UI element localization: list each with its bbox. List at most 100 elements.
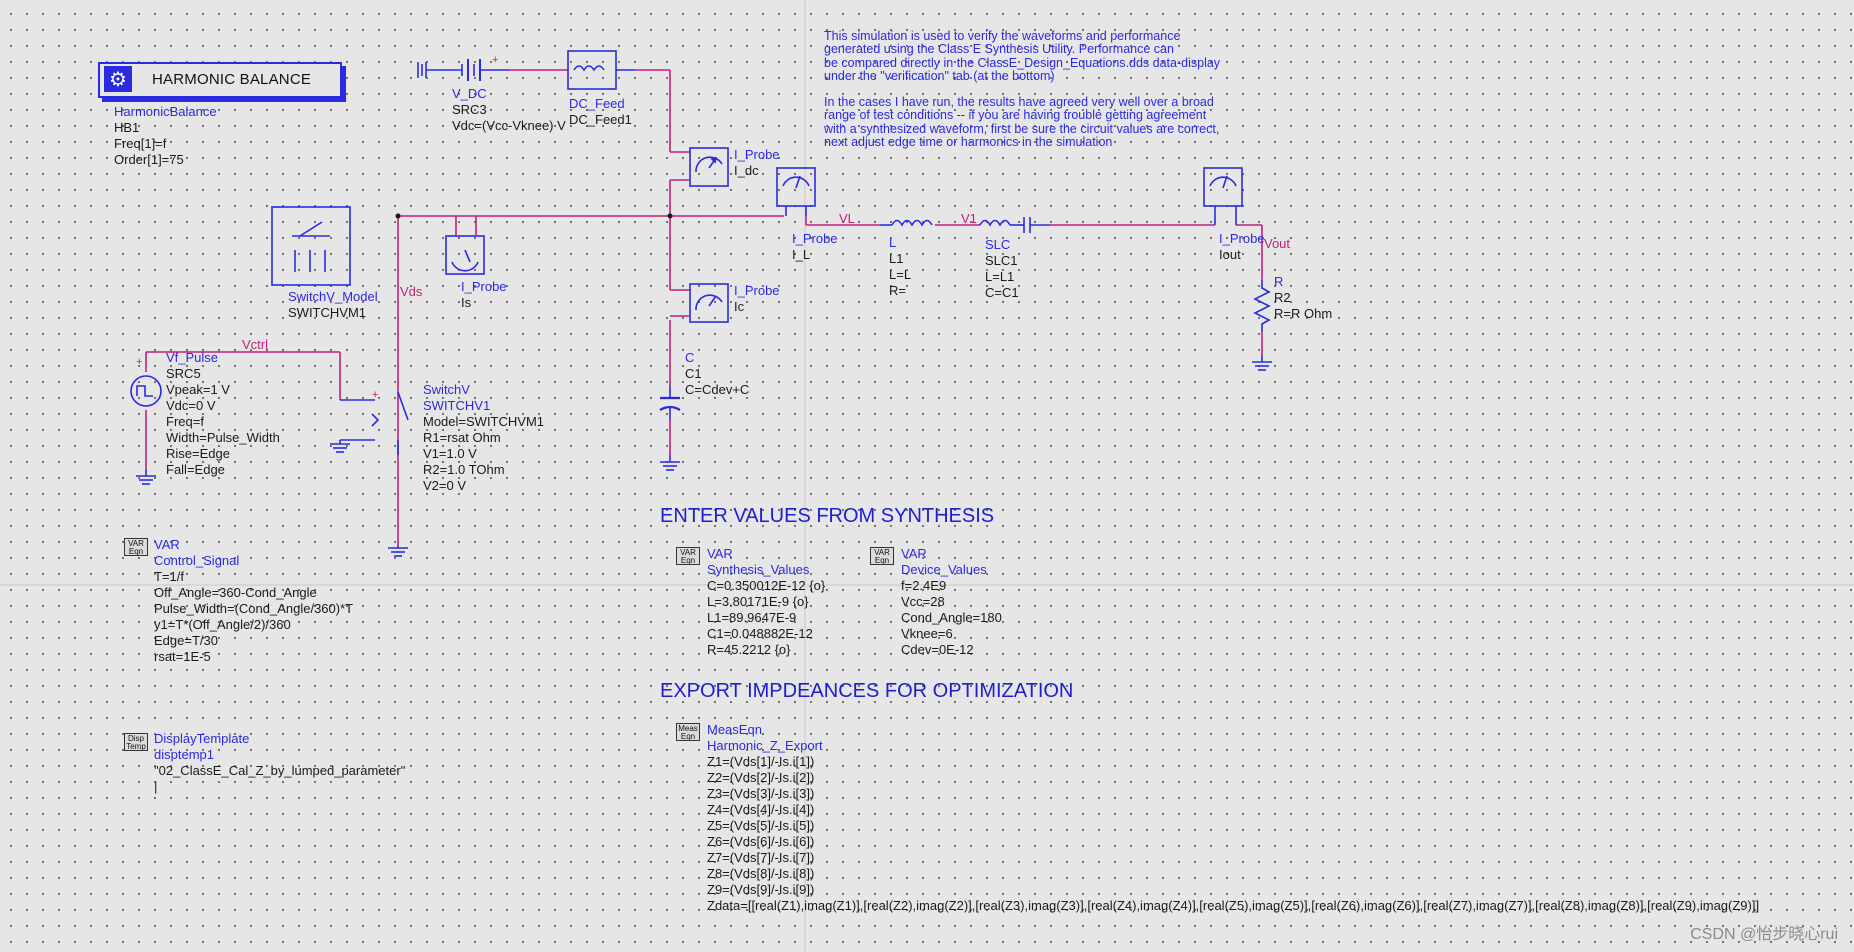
note-line: range of test conditions -- if you are h… — [824, 108, 1207, 123]
meas-param: Z2=(Vds[2]/-Is.i[2]) — [707, 770, 815, 785]
inductor-l1-symbol[interactable] — [880, 219, 933, 227]
dc-feed-symbol[interactable] — [567, 50, 635, 90]
hb-title: HARMONIC BALANCE — [152, 71, 312, 88]
dcfeed-properties[interactable]: DC_Feed DC_Feed1 — [569, 96, 632, 128]
meas-param: Z7=(Vds[7]/-Is.i[7]) — [707, 850, 815, 865]
capacitor-name: C1 — [685, 366, 702, 381]
pulse-properties[interactable]: Vf_Pulse SRC5 Vpeak=1 V Vdc=0 V Freq=f W… — [166, 350, 280, 478]
harmonic-balance-controller[interactable]: ⚙ HARMONIC BALANCE — [98, 62, 342, 98]
note-line: under the "verification" tab (at the bot… — [824, 68, 1055, 83]
var-param: Cond_Angle=180 — [901, 610, 1002, 625]
simulation-note[interactable]: This simulation is used to verify the wa… — [824, 29, 1264, 150]
var-param: f=2.4E9 — [901, 578, 947, 593]
slc-param: L=L1 — [985, 269, 1015, 284]
var-synthesis-properties[interactable]: VAR Synthesis_Values C=0.350012E-12 {o} … — [707, 546, 825, 658]
switchmodel-name: SWITCHVM1 — [288, 305, 366, 320]
probe-name: Ic — [734, 299, 745, 314]
probe-is-symbol[interactable] — [445, 230, 485, 275]
resistor-param: R=R Ohm — [1274, 306, 1333, 321]
pulse-source-symbol[interactable]: + — [130, 356, 162, 407]
meas-eqn-icon[interactable]: Meas Eqn — [676, 723, 700, 741]
var-param: rsat=1E-5 — [154, 649, 211, 664]
inductor-param: R= — [889, 283, 906, 298]
display-param: | — [154, 779, 158, 794]
meas-eqn-properties[interactable]: MeasEqn Harmonic_Z_Export Z1=(Vds[1]/-Is… — [707, 722, 1759, 914]
probe-iout-symbol[interactable] — [1203, 167, 1243, 225]
slc-properties[interactable]: SLC SLC1 L=L1 C=C1 — [985, 237, 1019, 301]
probe-ic-label[interactable]: I_Probe Ic — [734, 283, 780, 315]
var-param: Vcc=28 — [901, 594, 945, 609]
slc-param: C=C1 — [985, 285, 1019, 300]
resistor-r2-symbol[interactable] — [1253, 280, 1271, 332]
switch-param: R1=rsat Ohm — [423, 430, 501, 445]
probe-type: I_Probe — [734, 147, 780, 162]
hb-param: Order[1]=75 — [114, 152, 184, 167]
meas-param: Z9=(Vds[9]/-Is.i[9]) — [707, 882, 815, 897]
var-param: R=45.2212 {o} — [707, 642, 791, 657]
probe-il-symbol[interactable] — [776, 167, 816, 216]
net-label-vout: Vout — [1264, 236, 1291, 251]
note-line: In the cases I have run, the results hav… — [824, 95, 1214, 110]
switchmodel-properties[interactable]: SwitchV_Model SWITCHVM1 — [288, 289, 378, 321]
probe-ic-symbol[interactable] — [670, 283, 729, 323]
switch-param: R2=1.0 TOhm — [423, 462, 505, 477]
note-line: This simulation is used to verify the wa… — [824, 29, 1181, 43]
var-eqn-icon[interactable]: VAR Eqn — [676, 547, 700, 565]
slc-symbol[interactable] — [979, 217, 1050, 233]
dcfeed-type: DC_Feed — [569, 96, 625, 111]
net-label-v1: V1 — [961, 211, 977, 226]
meas-param: Z4=(Vds[4]/-Is.i[4]) — [707, 802, 815, 817]
vdc-type: V_DC — [452, 86, 487, 101]
pulse-name: SRC5 — [166, 366, 201, 381]
pulse-param: Vdc=0 V — [166, 398, 216, 413]
display-template-icon[interactable]: Disp Temp — [124, 733, 148, 751]
vdc-properties[interactable]: V_DC SRC3 Vdc=(Vcc-Vknee) V — [452, 86, 566, 134]
probe-type: I_Probe — [1219, 231, 1265, 246]
var-eqn-icon[interactable]: VAR Eqn — [124, 538, 148, 556]
vdc-param: Vdc=(Vcc-Vknee) V — [452, 118, 566, 133]
display-template-properties[interactable]: DisplayTemplate disptemp1 "02_ClassE_Cal… — [154, 731, 405, 795]
var-device-properties[interactable]: VAR Device_Values f=2.4E9 Vcc=28 Cond_An… — [901, 546, 1002, 658]
probe-il-label[interactable]: I_Probe I_L — [792, 231, 838, 263]
probe-is-label[interactable]: I_Probe Is — [461, 279, 507, 311]
switchv-symbol[interactable]: + — [340, 389, 409, 455]
slc-type: SLC — [985, 237, 1011, 252]
var-param: Off_Angle=360-Cond_Angle — [154, 585, 317, 600]
capacitor-c1-symbol[interactable] — [659, 385, 681, 420]
capacitor-properties[interactable]: C C1 C=Cdev+C — [685, 350, 749, 398]
switch-name: SWITCHV1 — [423, 398, 491, 413]
probe-idc-label[interactable]: I_Probe I_dc — [734, 147, 780, 179]
probe-name: I_dc — [734, 163, 759, 178]
note-line: next adjust edge time or harmonics in th… — [824, 135, 1113, 150]
note-line: generated using the Class E Synthesis Ut… — [824, 42, 1174, 57]
meas-name: Harmonic_Z_Export — [707, 738, 823, 753]
var-eqn-icon[interactable]: VAR Eqn — [870, 547, 894, 565]
heading-export: EXPORT IMPDEANCES FOR OPTIMIZATION — [660, 680, 1074, 702]
meas-type: MeasEqn — [707, 722, 762, 737]
probe-iout-label[interactable]: I_Probe Iout — [1219, 231, 1265, 263]
net-label-vds: Vds — [400, 284, 423, 299]
hb-param: Freq[1]=f — [114, 136, 167, 151]
var-name: Control_Signal — [154, 553, 240, 568]
var-name: Synthesis_Values — [707, 562, 810, 577]
heading-synthesis: ENTER VALUES FROM SYNTHESIS — [660, 505, 995, 527]
watermark: CSDN @怡步晓心rui — [1690, 926, 1838, 943]
meas-param: Z3=(Vds[3]/-Is.i[3]) — [707, 786, 815, 801]
note-line: be compared directly in the ClassE_Desig… — [824, 55, 1221, 70]
meas-param: Z5=(Vds[5]/-Is.i[5]) — [707, 818, 815, 833]
resistor-properties[interactable]: R R2 R=R Ohm — [1274, 274, 1332, 322]
var-control-properties[interactable]: VAR Control_Signal T=1/f Off_Angle=360-C… — [154, 537, 353, 665]
switch-model-icon[interactable] — [271, 206, 351, 286]
switchv-properties[interactable]: SwitchV SWITCHV1 Model=SWITCHVM1 R1=rsat… — [423, 382, 544, 494]
probe-name: Is — [461, 295, 472, 310]
pulse-param: Fall=Edge — [166, 462, 225, 477]
junction-dots — [395, 213, 673, 219]
var-param: Cdev=0E-12 — [901, 642, 974, 657]
probe-type: I_Probe — [461, 279, 507, 294]
var-param: T=1/f — [154, 569, 184, 584]
hb-properties[interactable]: HarmonicBalance HB1 Freq[1]=f Order[1]=7… — [114, 104, 217, 168]
probe-idc-symbol[interactable] — [670, 147, 729, 187]
vdc-source-symbol[interactable]: + — [417, 54, 510, 81]
inductor-properties[interactable]: L L1 L=L R= — [889, 235, 911, 299]
